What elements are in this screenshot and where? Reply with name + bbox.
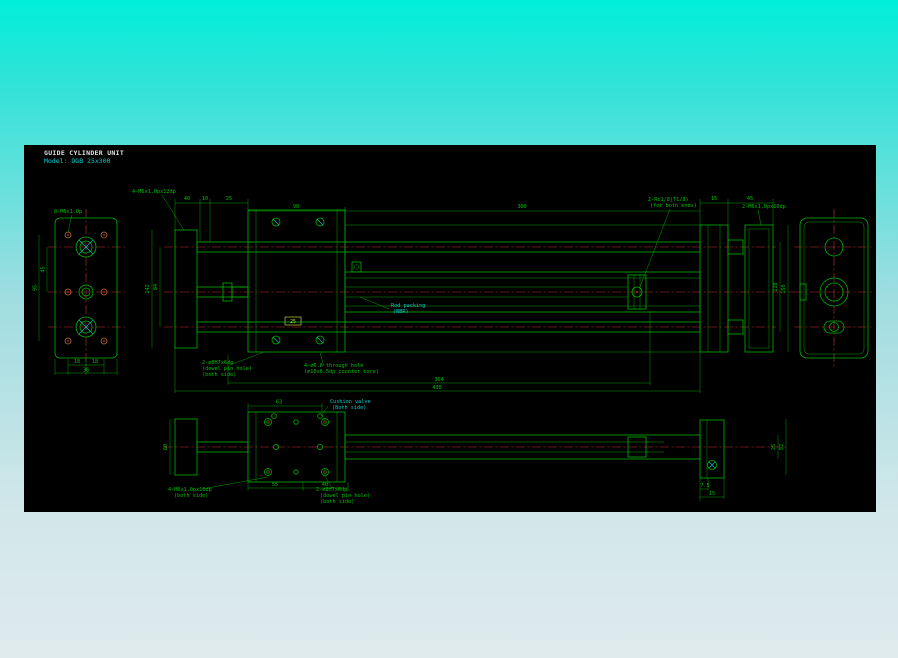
dim-label: 15 <box>709 491 715 497</box>
piston-rod-hole <box>78 284 94 300</box>
lower-rod-hole <box>75 316 97 338</box>
lower-slot <box>823 320 845 334</box>
dim-label: 15 <box>711 196 717 202</box>
cad-drawing-canvas[interactable]: GUIDE CYLINDER UNIT Model: DGB 25x300 <box>24 145 876 512</box>
mounting-screw-holes <box>64 231 108 345</box>
rod-packing-label: Rod packing <box>391 303 425 309</box>
dim-label: 364 <box>434 377 443 383</box>
dim-label: 150 <box>781 284 787 293</box>
thread-note-label: 4-M6x1.0px12dp <box>132 189 176 195</box>
dowel-note-label: (both side) <box>202 372 236 378</box>
thread-note-label: 2-M6x1.0px10dp <box>742 204 786 210</box>
right-mounting-plate <box>744 224 774 353</box>
dim-label: 84 <box>153 284 159 290</box>
detail-tag <box>284 316 302 326</box>
plan-view-dimensions: 63 Cushion valve (Both side) 60 25 52 55… <box>163 399 787 505</box>
valve-note-label: Cushion valve <box>330 399 371 405</box>
dowel-note-label: 2-∅8H7x6dp <box>202 360 233 366</box>
leader-line <box>67 214 73 233</box>
leader-line <box>319 352 325 367</box>
counterbore-note-label: (∅10x6.5dp counter bore) <box>304 369 379 375</box>
dowel-note-label: 2-∅8H7x6dp <box>316 487 347 493</box>
dim-label: 90 <box>293 204 299 210</box>
dim-label: 45 <box>747 196 753 202</box>
dim-label: 40 <box>184 196 190 202</box>
dim-label: 45 <box>41 266 47 272</box>
counterbore-note-label: 4-∅6.6 through hole <box>304 363 363 369</box>
left-end-view <box>48 209 126 367</box>
upper-rod-hole <box>75 236 97 258</box>
leader-line <box>229 351 265 366</box>
rod-packing-label: (NBR) <box>393 309 409 315</box>
right-head <box>699 419 725 479</box>
dowel-note-label: (dowel pin hole) <box>320 493 370 499</box>
right-end-view <box>794 209 874 367</box>
dim-label: 95 <box>33 285 39 291</box>
leader-line <box>639 208 671 288</box>
end-plate-outline <box>54 217 118 359</box>
right-head <box>699 224 744 353</box>
plan-view <box>164 411 788 483</box>
moving-end-plate <box>174 229 198 349</box>
detail-tag-label: 25 <box>290 319 296 325</box>
drawing-model-number: Model: DGB 25x300 <box>44 157 111 165</box>
leader-line <box>201 476 269 490</box>
piston <box>627 436 647 458</box>
leader-line <box>161 194 185 231</box>
port-feature <box>631 286 643 298</box>
port-boss <box>799 283 807 301</box>
thread-note-label: 4-M6x1.0px10dp <box>168 487 212 493</box>
leader-line <box>324 475 333 489</box>
dim-label: 25 <box>226 196 232 202</box>
dowel-note-label: (both side) <box>320 499 354 505</box>
dim-label: 110 <box>773 282 779 291</box>
dim-label: 7.5 <box>700 483 709 489</box>
cushion-valve <box>271 413 277 419</box>
dim-label: 25 <box>771 444 777 450</box>
rod-nut-upper <box>727 239 744 255</box>
dim-label: 18 <box>92 359 98 365</box>
piston-bore <box>819 277 849 307</box>
leader-line <box>757 209 762 226</box>
dim-label: 10 <box>202 196 208 202</box>
left-end-view-dimensions: 8-M6x1.0p 45 95 18 18 36 <box>33 209 118 375</box>
leader-line <box>320 405 329 417</box>
cushion-valve <box>317 413 323 419</box>
dim-label: 18 <box>74 359 80 365</box>
thread-note-label: 8-M6x1.0p <box>54 209 82 215</box>
drawing-title: GUIDE CYLINDER UNIT <box>44 149 125 157</box>
leader-line <box>359 296 390 310</box>
rod-nut-lower <box>727 319 744 335</box>
technical-drawing: 8-M6x1.0p 45 95 18 18 36 <box>33 189 874 505</box>
valve-note-label: (Both side) <box>332 405 366 411</box>
dim-label: 52 <box>779 444 785 450</box>
front-view-dimensions: 40 10 25 90 300 15 45 4-M6x1.0px12dp 2-R… <box>132 189 789 393</box>
dim-label: 40 <box>322 482 328 488</box>
cylinder-tube <box>344 224 701 353</box>
dim-label: 36 <box>83 368 89 374</box>
dim-label: 300 <box>517 204 526 210</box>
front-view <box>164 209 794 353</box>
guide-block <box>247 209 346 353</box>
upper-rod-end <box>824 237 844 257</box>
dim-label: 60 <box>163 444 169 450</box>
cushion-valve-boss <box>351 261 362 273</box>
thread-note-label: (both side) <box>174 493 208 499</box>
dowel-note-label: (dowel pin hole) <box>202 366 252 372</box>
piston-assembly <box>627 274 647 310</box>
port-note-label: 2-Rc1/8(T1/8) <box>648 197 689 203</box>
dim-label: 55 <box>272 482 278 488</box>
dim-label: 430 <box>432 385 441 391</box>
dim-label: 63 <box>276 400 282 406</box>
drawing-title-block: GUIDE CYLINDER UNIT Model: DGB 25x300 <box>44 149 124 165</box>
port-note-label: (for both ends) <box>650 203 697 209</box>
mount-hole <box>707 460 717 470</box>
dim-label: 142 <box>145 284 151 293</box>
